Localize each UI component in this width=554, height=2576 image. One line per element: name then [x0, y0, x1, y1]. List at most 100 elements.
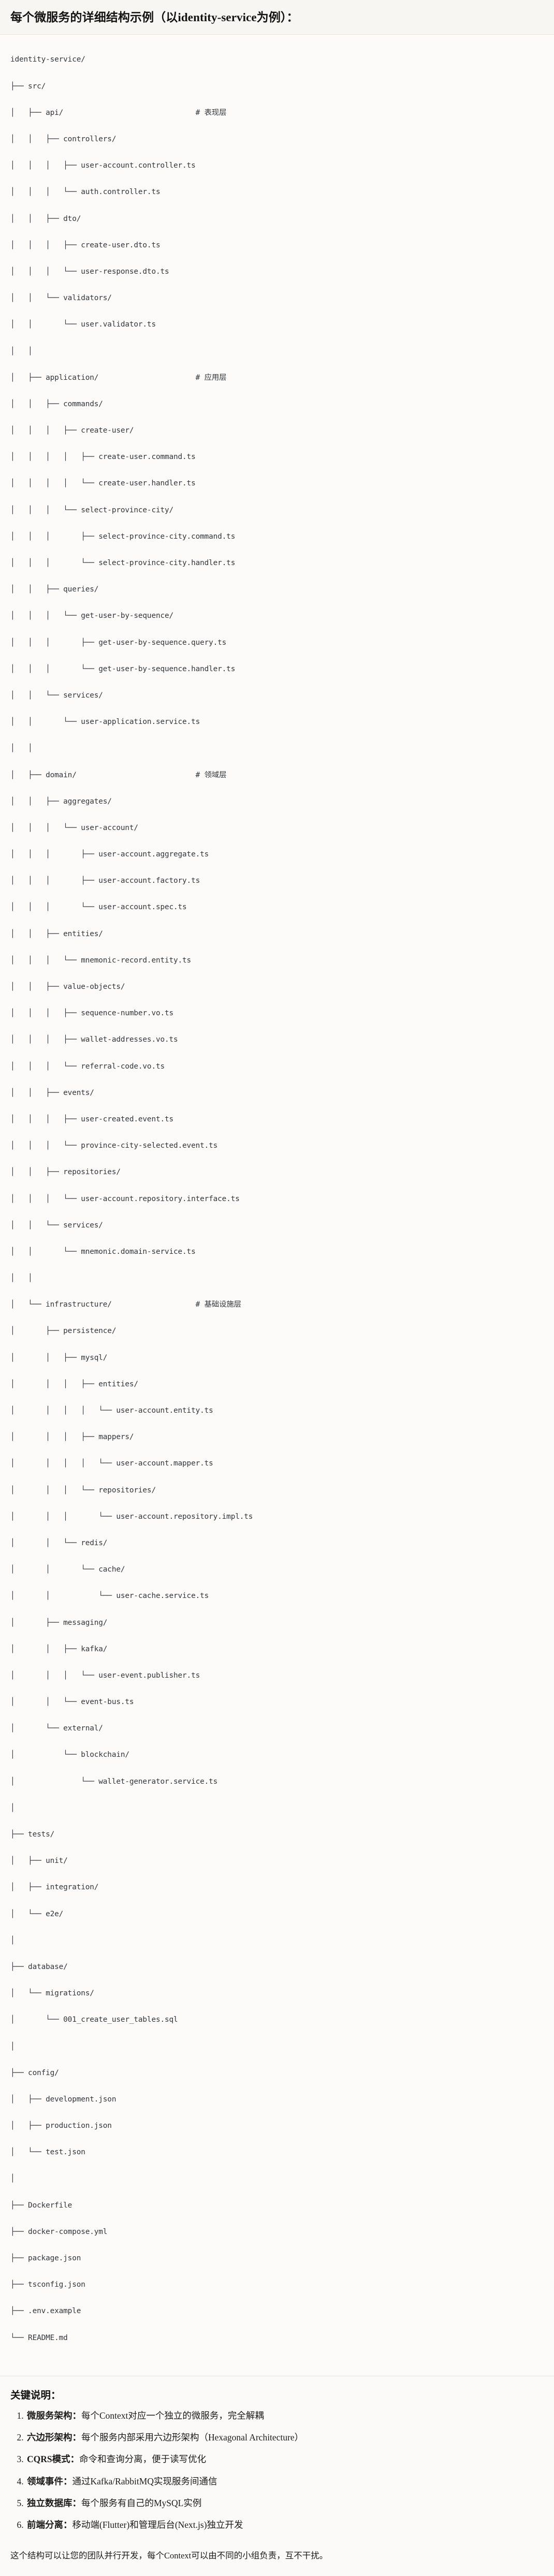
tree-line: │ └── wallet-generator.service.ts	[10, 1777, 218, 1786]
tree-line: ├── .env.example	[10, 2307, 81, 2316]
tree-line: │ └── infrastructure/ # 基础设施层	[10, 1300, 241, 1309]
tree-line: │ │ └── event-bus.ts	[10, 1698, 134, 1707]
tree-line: │ │ │ ├── create-user.dto.ts	[10, 241, 161, 249]
tree-line: │ ├── production.json	[10, 2122, 112, 2130]
tree-line: ├── tsconfig.json	[10, 2281, 85, 2289]
tree-line: │ │ │ └── get-user-by-sequence/	[10, 612, 174, 620]
document-header: 每个微服务的详细结构示例（以identity-service为例）：	[0, 0, 554, 35]
tree-line: │ │ │ └── select-province-city/	[10, 506, 174, 514]
tree-line: │ │ │ └── mnemonic-record.entity.ts	[10, 956, 192, 965]
key-point-text: 每个服务有自己的MySQL实例	[81, 2497, 202, 2508]
tree-line: │ │ └── validators/	[10, 294, 112, 303]
tree-line: │ │ └── user.validator.ts	[10, 320, 156, 329]
key-point-item: 独立数据库：每个服务有自己的MySQL实例	[26, 2496, 544, 2510]
tree-line: │ │ │ │ └── create-user.handler.ts	[10, 479, 196, 488]
key-point-separator: ：	[72, 2432, 82, 2443]
tree-line: │ │ ├── kafka/	[10, 1645, 108, 1653]
key-point-text: 移动端(Flutter)和管理后台(Next.js)独立开发	[72, 2519, 243, 2530]
tree-line: │ └── external/	[10, 1724, 103, 1733]
tree-line: │	[10, 2174, 15, 2183]
tree-line: │ │ ├── queries/	[10, 585, 99, 594]
tree-line: │ │	[10, 1274, 33, 1283]
tree-line: │	[10, 1803, 15, 1812]
tree-line: │ │ │ └── repositories/	[10, 1486, 156, 1494]
tree-line: │ │ │ └── auth.controller.ts	[10, 188, 161, 197]
key-point-text: 每个服务内部采用六边形架构（Hexagonal Architecture）	[81, 2432, 304, 2443]
key-point-label: 独立数据库	[27, 2497, 72, 2508]
tree-line: │ │ ├── entities/	[10, 929, 103, 938]
tree-line: │ ├── integration/	[10, 1883, 99, 1892]
key-point-text: 每个Context对应一个独立的微服务，完全解耦	[81, 2410, 264, 2421]
tree-line: │ │ │ ├── get-user-by-sequence.query.ts	[10, 638, 227, 647]
key-point-label: 前端分离	[27, 2519, 63, 2530]
tree-line: │ │ │ └── user-account/	[10, 823, 138, 832]
key-points-section: 关键说明： 微服务架构：每个Context对应一个独立的微服务，完全解耦六边形架…	[0, 2376, 554, 2544]
key-point-text: 通过Kafka/RabbitMQ实现服务间通信	[72, 2476, 217, 2486]
tree-line: ├── database/	[10, 1962, 68, 1971]
page-title: 每个微服务的详细结构示例（以identity-service为例）：	[10, 11, 299, 24]
tree-line: │ │ │ ├── create-user/	[10, 426, 134, 435]
tree-line: │ │ │ └── user-account.spec.ts	[10, 903, 187, 912]
tree-line: │ │ └── user-cache.service.ts	[10, 1592, 209, 1601]
key-point-label: 领域事件	[27, 2476, 63, 2486]
key-point-separator: ：	[72, 2410, 82, 2421]
key-point-item: 领域事件：通过Kafka/RabbitMQ实现服务间通信	[26, 2475, 544, 2489]
tree-line: │ │ │ │ └── user-account.entity.ts	[10, 1407, 213, 1415]
tree-line: │ │ └── mnemonic.domain-service.ts	[10, 1247, 196, 1256]
tree-line: ├── package.json	[10, 2254, 81, 2262]
tree-line: │ │	[10, 347, 33, 356]
tree-line: │ │ │ └── user-response.dto.ts	[10, 267, 169, 276]
tree-line: ├── docker-compose.yml	[10, 2227, 108, 2236]
tree-line: │ ├── api/ # 表现层	[10, 108, 227, 117]
tree-line: ├── Dockerfile	[10, 2201, 72, 2210]
tree-line: │ │ │ └── user-account.repository.impl.t…	[10, 1512, 253, 1521]
tree-line: │ ├── domain/ # 领域层	[10, 771, 227, 779]
tree-line: │ │ ├── events/	[10, 1088, 94, 1097]
tree-line: │ │ ├── commands/	[10, 399, 103, 408]
key-points-title: 关键说明：	[10, 2390, 61, 2402]
tree-line: │ │ │ ├── entities/	[10, 1380, 138, 1388]
tree-line: │ │ │ └── user-account.repository.interf…	[10, 1194, 240, 1203]
tree-line: │ │ │ ├── user-created.event.ts	[10, 1115, 174, 1123]
tree-line: │ │ └── services/	[10, 691, 103, 700]
tree-line: │ │ ├── controllers/	[10, 135, 116, 143]
tree-line: │ │ ├── value-objects/	[10, 983, 125, 991]
tree-line: │ ├── application/ # 应用层	[10, 373, 227, 382]
key-point-separator: ：	[72, 2497, 82, 2508]
tree-line: │ │ │ └── user-event.publisher.ts	[10, 1671, 200, 1680]
tree-line: │ └── e2e/	[10, 1909, 64, 1918]
key-point-text: 命令和查询分离，便于读写优化	[79, 2454, 207, 2465]
tree-line: │ │ │ ├── user-account.aggregate.ts	[10, 850, 209, 859]
tree-line: │	[10, 1936, 15, 1945]
tree-line: │ ├── unit/	[10, 1857, 68, 1866]
tree-line: │ │ ├── dto/	[10, 214, 81, 223]
tree-line: │ └── test.json	[10, 2148, 85, 2157]
key-point-separator: ：	[63, 2476, 72, 2486]
closing-paragraph: 这个结构可以让您的团队并行开发，每个Context可以由不同的小组负责，互不干扰…	[10, 2550, 328, 2560]
directory-tree: identity-service/ ├── src/ │ ├── api/ # …	[10, 53, 544, 2358]
tree-line: │ │	[10, 744, 33, 753]
tree-line: │ │ │ ├── mappers/	[10, 1433, 134, 1442]
key-point-item: 微服务架构：每个Context对应一个独立的微服务，完全解耦	[26, 2409, 544, 2423]
tree-line: │ │ │ └── get-user-by-sequence.handler.t…	[10, 664, 236, 673]
key-point-label: 六边形架构	[27, 2432, 72, 2443]
tree-line: ├── config/	[10, 2068, 59, 2077]
tree-line: │ └── 001_create_user_tables.sql	[10, 2016, 178, 2024]
tree-line: │ ├── messaging/	[10, 1618, 108, 1627]
tree-line: │ │ │ └── referral-code.vo.ts	[10, 1062, 165, 1071]
directory-tree-block: identity-service/ ├── src/ │ ├── api/ # …	[0, 35, 554, 2377]
tree-line: └── README.md	[10, 2333, 68, 2342]
tree-line: │ ├── development.json	[10, 2095, 116, 2104]
tree-line: │ │ ├── mysql/	[10, 1353, 108, 1362]
tree-line: │ │ └── user-application.service.ts	[10, 718, 200, 727]
key-point-label: 微服务架构	[27, 2410, 72, 2421]
key-point-label: CQRS模式	[27, 2454, 70, 2465]
key-point-separator: ：	[63, 2519, 72, 2530]
tree-line: │ │ │ ├── wallet-addresses.vo.ts	[10, 1035, 178, 1044]
tree-line: │ │ └── redis/	[10, 1538, 108, 1547]
key-point-item: 前端分离：移动端(Flutter)和管理后台(Next.js)独立开发	[26, 2518, 544, 2532]
tree-line: ├── src/	[10, 82, 46, 91]
tree-line: │ │ │ │ └── user-account.mapper.ts	[10, 1459, 213, 1468]
key-point-item: 六边形架构：每个服务内部采用六边形架构（Hexagonal Architectu…	[26, 2431, 544, 2445]
